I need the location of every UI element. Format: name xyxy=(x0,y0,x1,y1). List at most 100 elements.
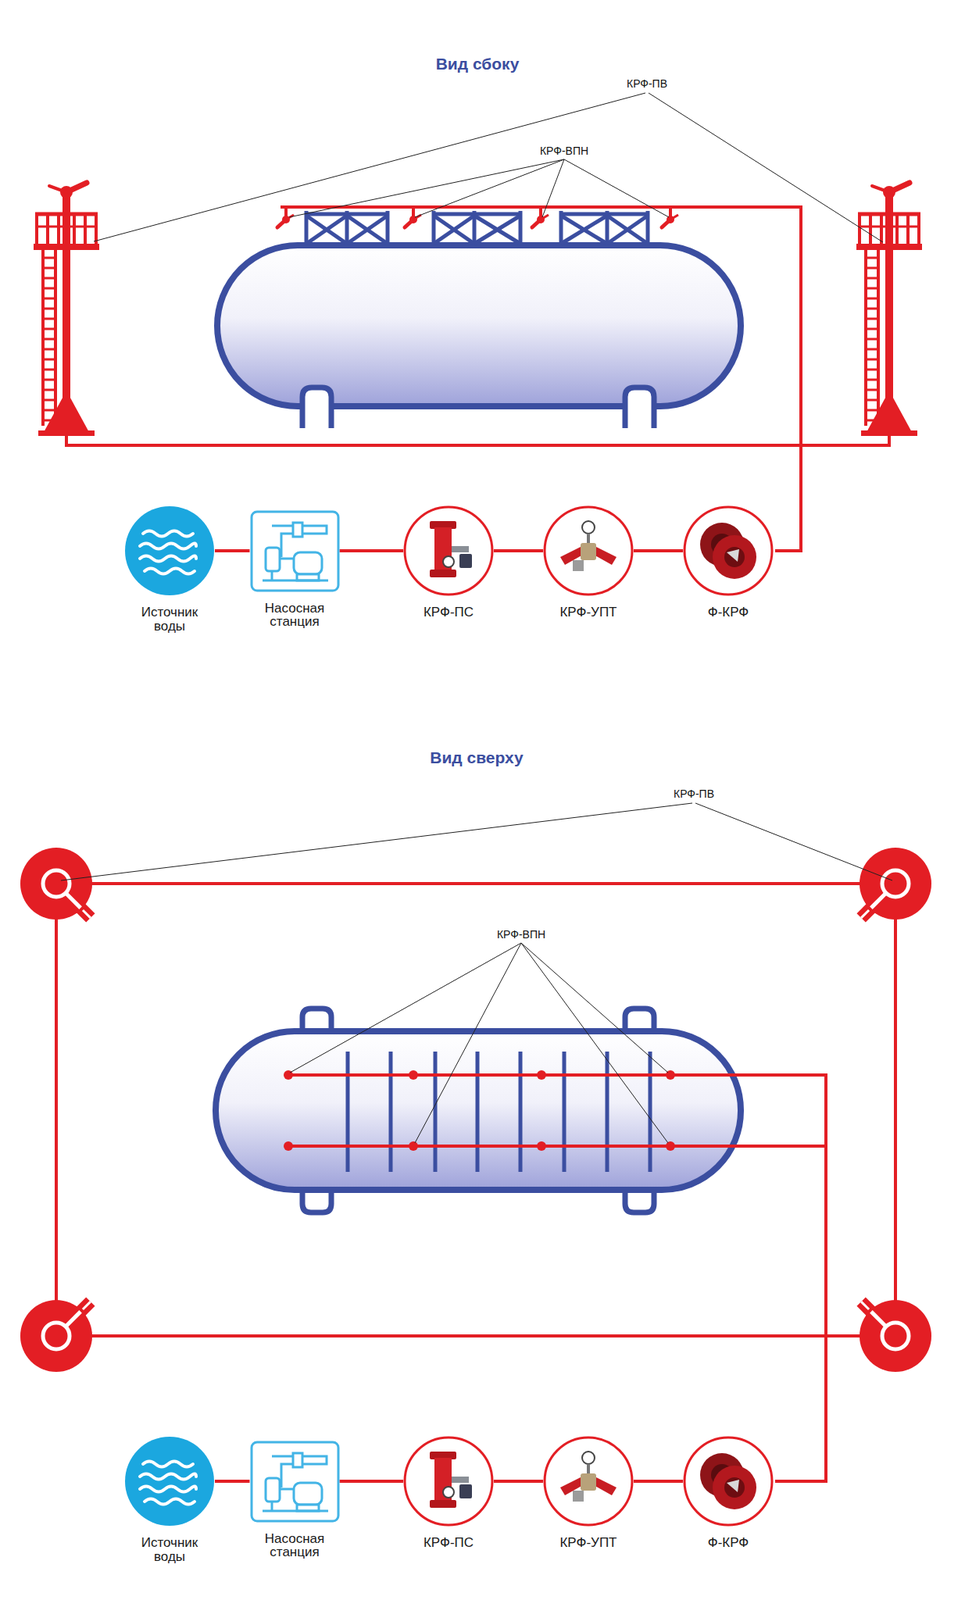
monitor-tower xyxy=(33,182,100,437)
pipe-loop xyxy=(56,883,896,1337)
equipment-circle: Ф-КРФ xyxy=(682,1436,774,1527)
pump-station: Насосная станция xyxy=(250,510,340,593)
node-caption: Источник воды xyxy=(128,605,211,634)
monitor-body xyxy=(859,1300,932,1373)
monitor-tip xyxy=(82,910,91,919)
pipe xyxy=(288,1144,826,1148)
pipe-connector xyxy=(633,549,683,553)
monitor-body xyxy=(20,1300,93,1373)
truss-brace xyxy=(561,215,608,244)
node-icon xyxy=(543,1436,634,1527)
truss-bar xyxy=(475,1051,480,1173)
truss-brace xyxy=(474,215,521,244)
truss xyxy=(306,210,648,246)
truss-brace xyxy=(306,215,347,244)
top-view xyxy=(20,803,932,1482)
pipe xyxy=(288,1073,826,1077)
node-icon xyxy=(543,505,634,597)
truss-bar xyxy=(605,1051,610,1173)
monitor-ring xyxy=(42,1322,70,1350)
pipe-connector xyxy=(493,549,544,553)
monitor-arm xyxy=(65,893,81,908)
monitor-ring xyxy=(42,870,70,898)
pipe-connector xyxy=(339,549,404,553)
node-icon xyxy=(403,1436,494,1527)
monitor-ring xyxy=(882,870,909,898)
part-label: КРФ-ВПН xyxy=(496,928,546,941)
node-icon xyxy=(124,1436,215,1527)
node-caption: КРФ-ПС xyxy=(407,1536,490,1551)
monitor xyxy=(20,1300,93,1373)
monitor-tip xyxy=(861,910,869,919)
part-label: КРФ-ВПН xyxy=(539,144,589,158)
truss-post xyxy=(518,210,523,246)
pipe xyxy=(288,1144,826,1148)
nozzle xyxy=(277,207,679,228)
monitor-arm xyxy=(871,1311,887,1327)
monitor-ring xyxy=(882,1322,909,1350)
leader-line xyxy=(93,92,883,243)
node-caption: Ф-КРФ xyxy=(687,1536,769,1551)
truss-brace xyxy=(561,215,608,244)
monitor-arm xyxy=(871,893,887,908)
pipe-connector xyxy=(493,1479,544,1484)
node-caption: Ф-КРФ xyxy=(687,605,769,620)
truss-post xyxy=(646,210,651,246)
truss-brace xyxy=(607,215,648,244)
truss-brace xyxy=(433,215,475,244)
monitor xyxy=(859,1300,932,1373)
equipment-circle: КРФ-ПС xyxy=(403,505,494,597)
node-icon xyxy=(250,1440,340,1523)
equipment-circle: КРФ-УПТ xyxy=(543,505,634,597)
equipment-circle: Ф-КРФ xyxy=(682,505,774,597)
node-caption: Насосная станция xyxy=(253,601,336,630)
monitor-body xyxy=(859,847,932,920)
side-view xyxy=(33,92,923,551)
monitor xyxy=(859,847,932,920)
monitor-tip xyxy=(82,1301,91,1310)
node-icon xyxy=(682,505,774,597)
view-heading: Вид сбоку xyxy=(436,54,520,74)
part-label: КРФ-ПВ xyxy=(673,787,715,801)
truss-brace xyxy=(474,215,521,244)
equipment-circle: КРФ-ПС xyxy=(403,1436,494,1527)
truss-bar xyxy=(562,1051,567,1173)
node-caption: Насосная станция xyxy=(253,1532,336,1561)
nozzle-point xyxy=(283,1070,676,1151)
monitor-tip xyxy=(861,1301,869,1310)
node-icon xyxy=(250,510,340,593)
node-icon xyxy=(682,1436,774,1527)
pipe-connector xyxy=(633,1479,683,1484)
monitor xyxy=(20,847,932,1373)
pipe-connector xyxy=(339,1479,404,1484)
pipe-connector xyxy=(214,1479,251,1484)
node-caption: КРФ-ПС xyxy=(407,605,490,620)
truss-bar xyxy=(433,1051,438,1173)
truss-brace xyxy=(607,215,648,244)
water-source: Источник воды xyxy=(124,505,215,597)
tank xyxy=(217,245,741,407)
truss-bar xyxy=(389,1051,394,1173)
monitor-body xyxy=(20,847,93,920)
water-source: Источник воды xyxy=(124,1436,215,1527)
tank xyxy=(215,1031,741,1191)
truss-brace xyxy=(433,215,475,244)
monitor-tower xyxy=(856,182,923,437)
node-icon xyxy=(403,505,494,597)
pipe-connector xyxy=(214,549,251,553)
node-icon xyxy=(124,505,215,597)
tank-leg xyxy=(302,387,655,429)
node-caption: КРФ-УПТ xyxy=(547,605,630,620)
truss-brace xyxy=(346,215,388,244)
leader-line xyxy=(60,803,893,1144)
truss-brace xyxy=(346,215,388,244)
truss-brace xyxy=(306,215,347,244)
truss-bar xyxy=(346,1051,351,1173)
part-label: КРФ-ПВ xyxy=(626,77,668,90)
truss-bar xyxy=(518,1051,523,1173)
equipment-circle: КРФ-УПТ xyxy=(543,1436,634,1527)
truss-bar xyxy=(648,1051,653,1173)
node-caption: КРФ-УПТ xyxy=(547,1536,630,1551)
